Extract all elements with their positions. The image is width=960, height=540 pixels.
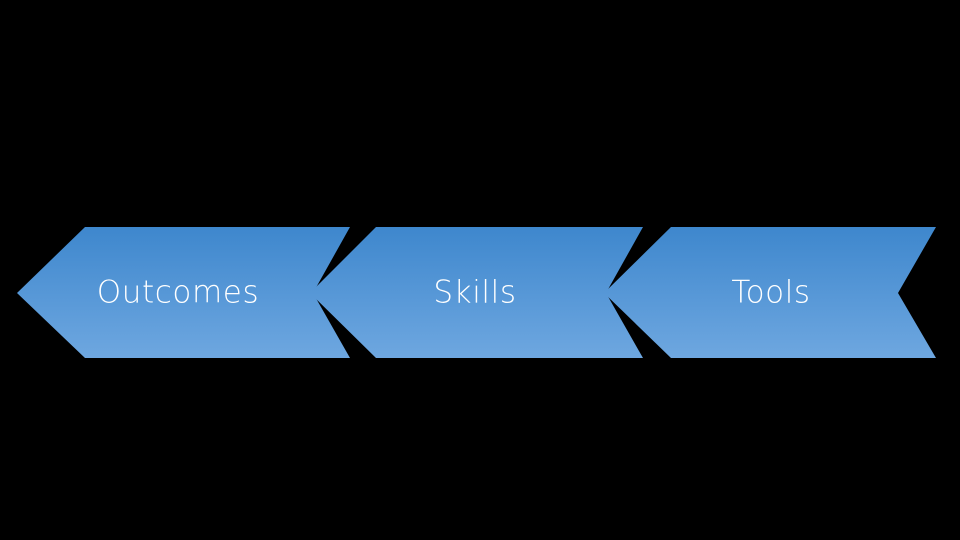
chevron-shape-skills[interactable] bbox=[310, 227, 643, 358]
chevron-shape-outcomes[interactable] bbox=[17, 227, 350, 358]
chevron-shape-tools[interactable] bbox=[604, 227, 936, 358]
